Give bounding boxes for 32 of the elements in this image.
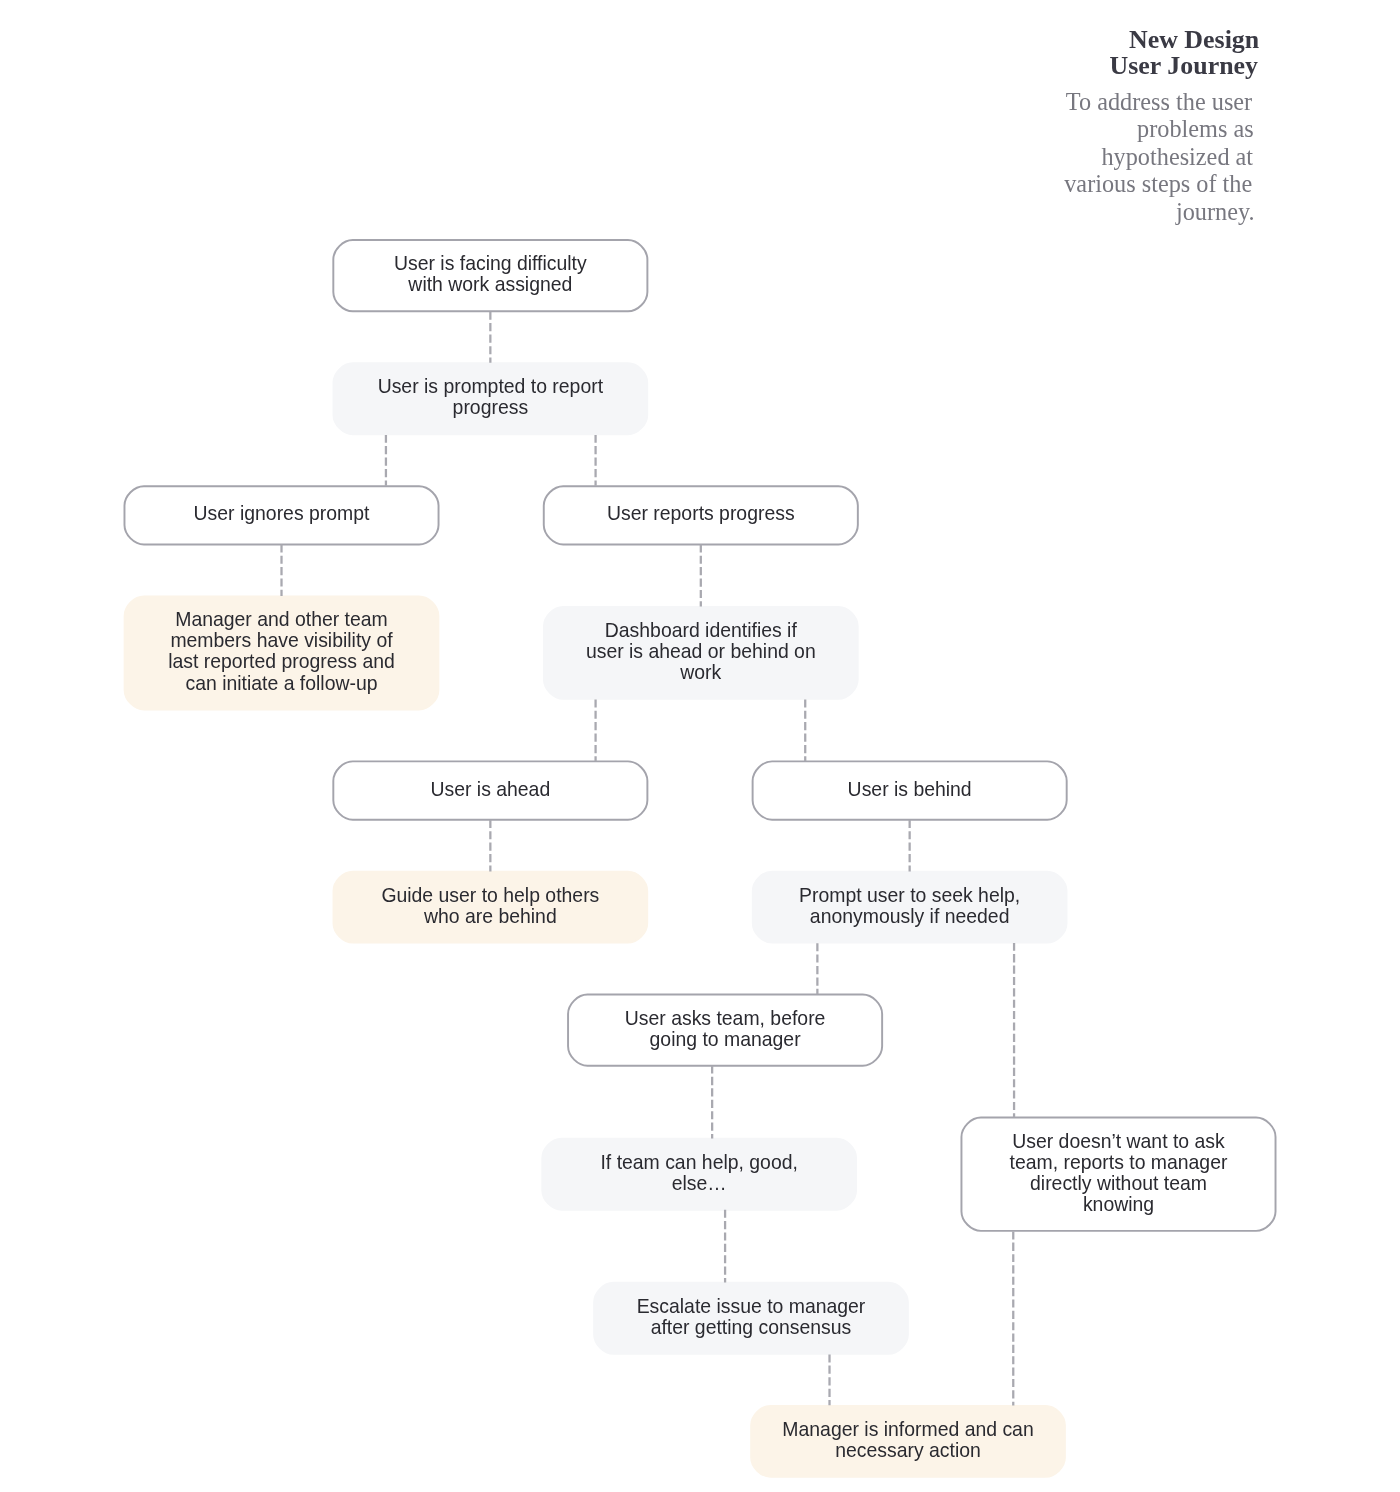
node-box: Guide user to help others who are behind xyxy=(332,870,649,944)
node-box: If team can help, good, else… xyxy=(541,1137,858,1211)
node-box: User is prompted to report progress xyxy=(332,362,649,436)
connector xyxy=(1012,943,1016,1118)
connector xyxy=(908,819,911,872)
connector xyxy=(280,544,283,596)
connector xyxy=(384,435,388,486)
connector xyxy=(594,435,597,486)
connector xyxy=(804,699,807,762)
connector xyxy=(1012,1231,1015,1406)
connector xyxy=(723,1209,727,1283)
node-box: User reports progress xyxy=(542,485,859,546)
diagram-title: New Design User Journey xyxy=(1109,24,1260,80)
caption: To address the user problems as hypothesized at various steps of the journey. xyxy=(1064,87,1255,225)
node-box: Prompt user to seek help, anonymously if needed xyxy=(751,870,1068,944)
node-box: Escalate issue to manager after getting consensus xyxy=(593,1281,909,1355)
connector xyxy=(699,544,702,607)
node-box: User is facing difficulty with work assigned xyxy=(332,239,649,313)
node-box: User doesn’t want to ask team, reports to manager directly without team knowing xyxy=(960,1116,1277,1232)
node-box: User ignores prompt xyxy=(123,485,440,546)
node-box: User is behind xyxy=(751,760,1068,821)
connector xyxy=(828,1354,831,1406)
connector xyxy=(489,311,492,363)
connector xyxy=(489,819,492,872)
node-box: Manager and other team members have visibility of last reported progress and can initiate a follow-up xyxy=(123,595,440,711)
connector xyxy=(594,699,597,762)
node-box: Dashboard identifies if user is ahead or behind on work xyxy=(542,605,859,700)
node-box: User is ahead xyxy=(332,760,649,821)
connector xyxy=(816,943,819,995)
node-box: Manager is informed and can necessary action xyxy=(750,1404,1066,1478)
connector xyxy=(711,1065,714,1139)
node-box: User asks team, before going to manager xyxy=(567,993,884,1067)
